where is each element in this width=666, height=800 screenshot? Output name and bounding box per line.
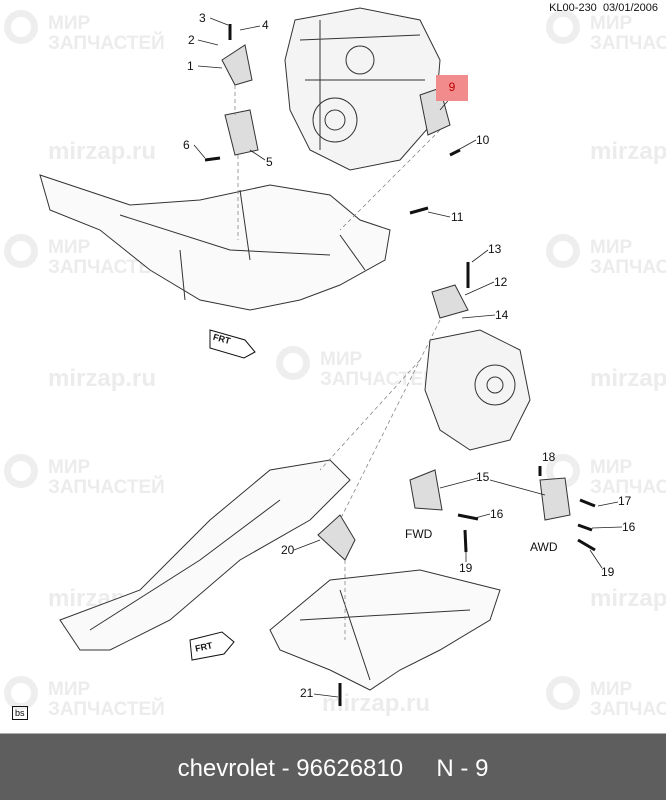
transmission	[424, 329, 531, 451]
callout-21[interactable]: 21	[300, 686, 314, 700]
callout-19-fwd[interactable]: 19	[459, 561, 473, 575]
label-awd: AWD	[530, 540, 558, 554]
callout-13[interactable]: 13	[488, 242, 502, 256]
callout-5[interactable]: 5	[266, 155, 273, 169]
label-fwd: FWD	[405, 527, 433, 541]
leader-lines	[193, 17, 623, 698]
callout-15[interactable]: 15	[476, 470, 490, 484]
front-subframe	[39, 174, 391, 311]
diagram-date: 03/01/2006	[602, 2, 658, 14]
bolts	[204, 24, 596, 706]
callout-label: 9	[448, 80, 456, 94]
callout-19-awd[interactable]: 19	[601, 565, 615, 579]
footer-separator: -	[281, 755, 290, 782]
rear-frame-rail	[59, 459, 351, 651]
exploded-view-drawing	[39, 7, 623, 706]
callout-3[interactable]: 3	[199, 11, 206, 25]
callout-2[interactable]: 2	[188, 33, 195, 47]
diagram-code: KL00-230	[549, 2, 597, 14]
rear-subframe	[269, 569, 501, 691]
callout-10[interactable]: 10	[476, 133, 490, 147]
callout-20[interactable]: 20	[281, 543, 295, 557]
callout-1[interactable]: 1	[187, 59, 194, 73]
front-arrow-icons	[189, 329, 256, 661]
engine	[284, 7, 441, 171]
callout-14[interactable]: 14	[495, 308, 509, 322]
highlighted-callout-9[interactable]: 9	[436, 75, 468, 101]
callout-6[interactable]: 6	[183, 138, 190, 152]
footer-part-number: 96626810	[296, 755, 404, 782]
dashed-guides	[234, 85, 441, 640]
mount-parts	[221, 44, 571, 561]
diagram-header: KL00-230 03/01/2006	[549, 2, 658, 14]
callout-4[interactable]: 4	[262, 18, 269, 32]
callout-16-awd[interactable]: 16	[622, 520, 636, 534]
callout-17[interactable]: 17	[618, 494, 632, 508]
callout-16-fwd[interactable]: 16	[490, 507, 504, 521]
footer-bar: chevrolet - 96626810 N - 9	[0, 733, 666, 800]
footer-reference: N - 9	[436, 755, 489, 782]
corner-tag: bs	[12, 706, 28, 720]
callout-18[interactable]: 18	[542, 450, 556, 464]
callout-12[interactable]: 12	[494, 275, 508, 289]
footer-brand: chevrolet	[177, 755, 275, 782]
callout-11[interactable]: 11	[451, 210, 464, 224]
